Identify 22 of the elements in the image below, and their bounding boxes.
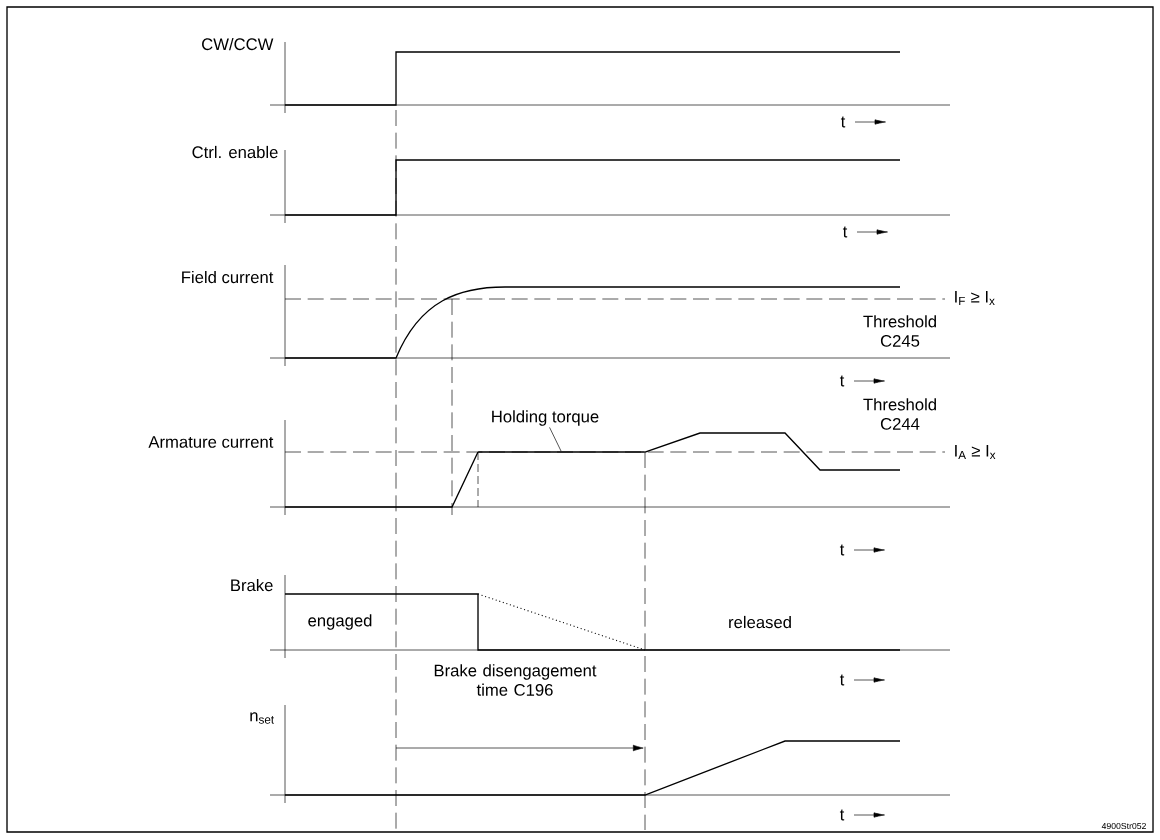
axis-label: I$_{A}$ ≥ I$_{x}$ <box>955 445 996 459</box>
time-label: t <box>839 809 845 821</box>
time-label: t <box>839 375 845 387</box>
time-label: t <box>842 226 848 238</box>
axis-label: Ctrl. enable <box>192 145 278 159</box>
callout-text: Holding torque <box>492 410 599 426</box>
axis-label: Brake disengagement time C196 <box>434 664 597 696</box>
time-label: t <box>839 544 845 556</box>
time-label: t <box>839 674 845 686</box>
axis-label: Threshold C245 <box>863 315 936 347</box>
axis-label: Field current <box>182 270 274 284</box>
axis-label: Threshold C244 <box>863 398 936 430</box>
axis-label: Armature current <box>148 436 274 448</box>
figure-id: 4900Str052 <box>1101 822 1146 830</box>
axis-label: I$_{F}$ ≥ I$_{x}$ <box>955 291 995 305</box>
axis-label: released <box>729 615 791 629</box>
axis-label: CW/CCW <box>202 37 274 51</box>
time-label: t <box>840 116 846 128</box>
axis-label: Brake <box>231 578 273 592</box>
leader-line <box>549 427 562 452</box>
axis-label: engaged <box>308 614 372 630</box>
axis-label: n$_{set}$ <box>250 712 274 724</box>
